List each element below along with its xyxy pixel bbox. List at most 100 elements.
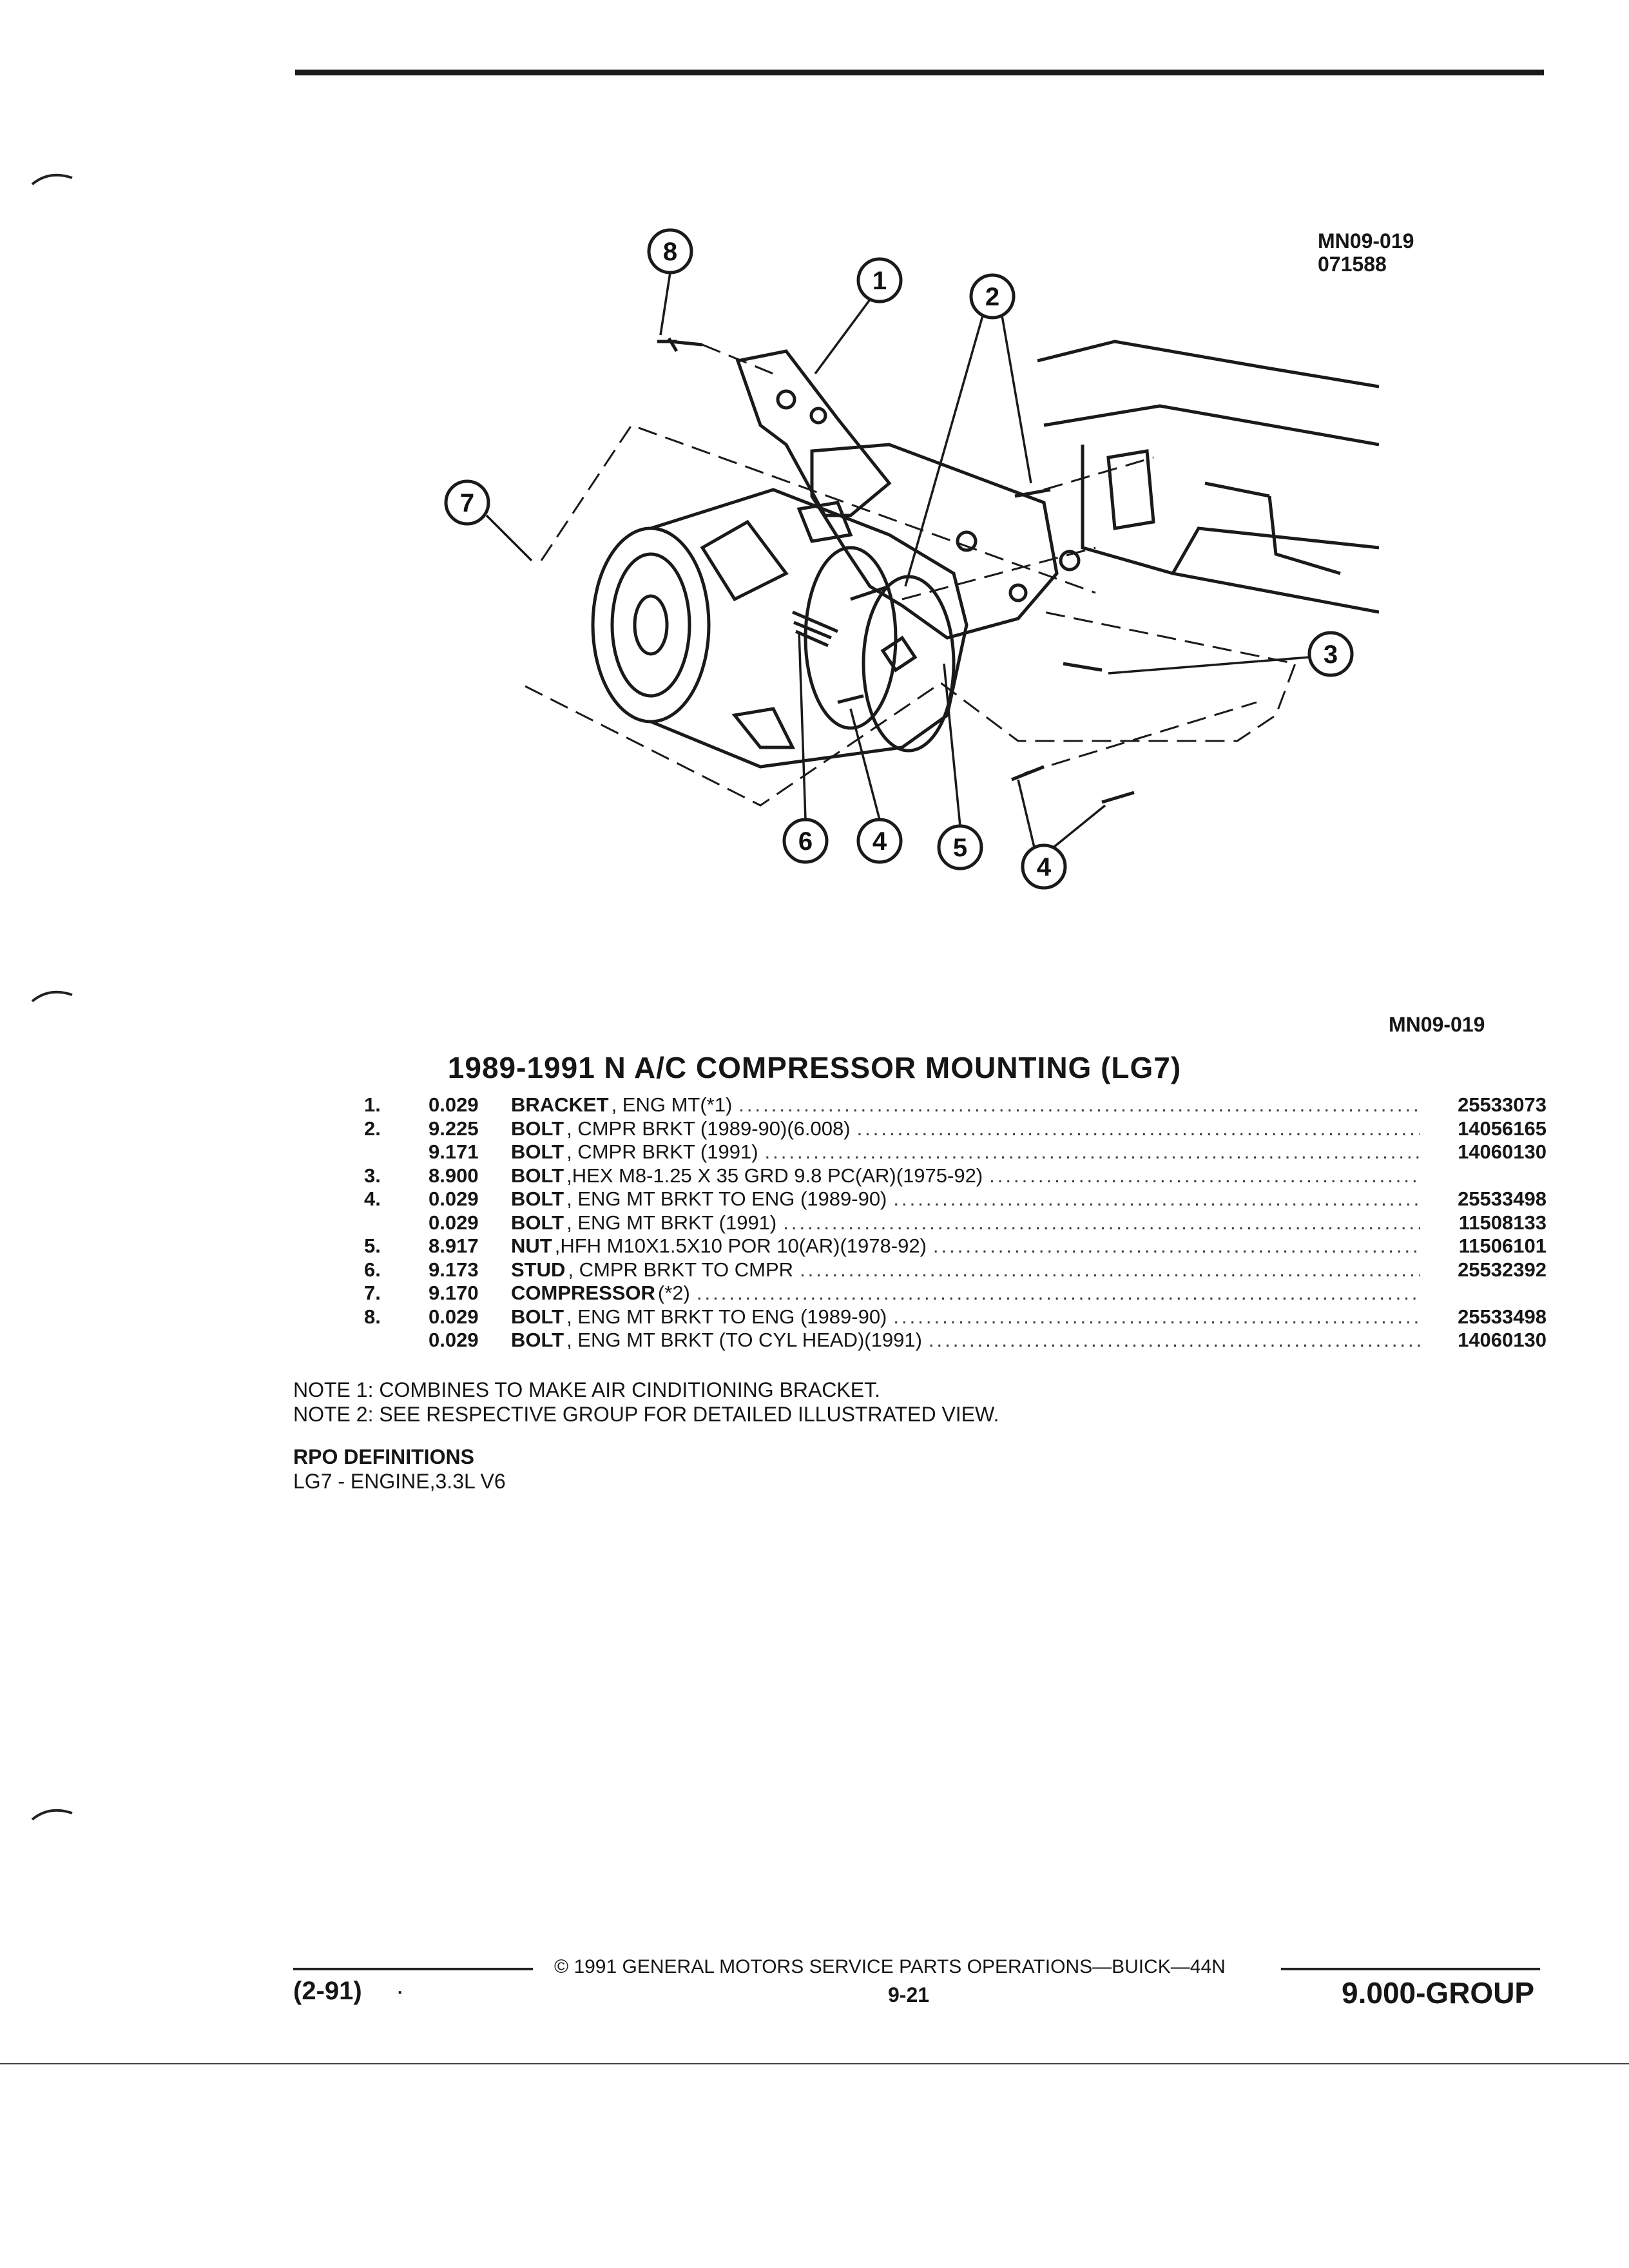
rpo-heading: RPO DEFINITIONS [293,1445,474,1468]
notes: NOTE 1: COMBINES TO MAKE AIR CINDITIONIN… [293,1378,999,1427]
bolt-2b [850,584,890,601]
item-number: 1. [364,1093,381,1116]
parts-list-row: 9.171 BOLT, CMPR BRKT (1991) 14060130 [364,1140,1547,1164]
part-description: ,HEX M8-1.25 X 35 GRD 9.8 PC(AR)(1975-92… [566,1164,983,1187]
leader-line [943,663,961,827]
bottom-rule [0,2063,1629,2064]
part-description: , ENG MT BRKT (1991) [566,1211,777,1234]
leader-line [1001,315,1032,484]
leader-line [1108,656,1310,675]
assembly-path [901,546,1096,601]
engine-boss [1106,449,1155,530]
top-rule [295,70,1544,75]
note-line: NOTE 2: SEE RESPECTIVE GROUP FOR DETAILE… [293,1403,999,1426]
compressor-body [650,488,969,769]
assembly-path [540,424,1096,594]
footer-rule-right [1281,1968,1540,1970]
callout-label: 2 [985,283,999,311]
item-number: 3. [364,1164,381,1187]
copyright-line: © 1991 GENERAL MOTORS SERVICE PARTS OPER… [554,1956,1226,1977]
group-code: 0.029 [429,1187,479,1210]
leader-line [814,298,871,375]
part-number: 25533498 [1458,1305,1547,1328]
bolt-2a [1014,488,1051,498]
item-number: 8. [364,1305,381,1328]
part-number: 11508133 [1458,1211,1547,1234]
dot-leader [697,1282,1420,1305]
part-name: BOLT [511,1187,564,1210]
rpo-definitions: RPO DEFINITIONS LG7 - ENGINE,3.3L V6 [293,1445,506,1494]
leader-line [904,315,984,587]
dot-leader [929,1329,1420,1352]
assembly-path [1024,701,1257,774]
nut-5 [880,635,918,673]
page-title: 1989-1991 N A/C COMPRESSOR MOUNTING (LG7… [447,1051,1182,1084]
bolt-3 [1063,662,1103,672]
part-number: 14060130 [1458,1329,1547,1351]
callout-circle [1307,631,1354,677]
group-code: 0.029 [429,1305,479,1328]
part-description: , ENG MT BRKT (TO CYL HEAD)(1991) [566,1329,922,1351]
figure-code-bottom: MN09-019 [1389,1013,1485,1036]
engine-block-outline [1037,340,1379,614]
callout-label: 5 [953,834,967,862]
item-number: 7. [364,1282,381,1304]
leader-line [659,272,671,336]
group-label: 9.000-GROUP [1342,1976,1535,2010]
dot-leader [800,1258,1420,1282]
part-name: BOLT [511,1211,564,1234]
item-number: 5. [364,1235,381,1257]
part-name: BRACKET [511,1093,609,1116]
part-name: NUT [511,1235,552,1257]
part-name: STUD [511,1258,566,1281]
part-description: , ENG MT(*1) [611,1093,733,1116]
part-name: COMPRESSOR [511,1282,655,1304]
page-number: 9-21 [888,1983,930,2006]
figure-code-top: MN09-019 071588 [1318,229,1414,276]
callout-circle [969,273,1016,320]
part-number: 14060130 [1458,1140,1547,1163]
callout-label: 3 [1324,640,1338,669]
part-description: , CMPR BRKT (1991) [566,1140,758,1163]
item-number: 6. [364,1258,381,1281]
callout-label: 4 [872,827,887,856]
callout-label: 8 [663,238,677,266]
revision-date: (2-91) [293,1977,362,2005]
part-number: 11506101 [1458,1235,1547,1257]
figure-date-code: 071588 [1318,253,1387,276]
part-description: (*2) [657,1282,690,1304]
part-description: , CMPR BRKT TO CMPR [568,1258,794,1281]
part-description: ,HFH M10X1.5X10 POR 10(AR)(1978-92) [554,1235,927,1257]
stud [792,610,838,648]
callout-label: 7 [460,489,474,517]
note-line: NOTE 1: COMBINES TO MAKE AIR CINDITIONIN… [293,1378,880,1401]
bolt-4c [1101,791,1135,804]
group-code: 9.171 [429,1140,479,1163]
footer-dot: · [396,1977,405,2005]
group-code: 9.225 [429,1117,479,1140]
dot-leader [857,1117,1420,1141]
callout-label: 6 [798,827,813,856]
figure-code: MN09-019 [1318,229,1414,253]
leader-line [485,514,533,562]
dot-leader [933,1235,1420,1258]
callout-circle [856,257,903,303]
callout-label: 1 [872,267,887,295]
leader-line [798,631,807,820]
bolt-4a [837,694,864,704]
rpo-item: LG7 - ENGINE,3.3L V6 [293,1470,506,1493]
part-name: BOLT [511,1140,564,1163]
part-name: BOLT [511,1164,564,1187]
part-description: , CMPR BRKT (1989-90)(6.008) [566,1117,851,1140]
item-number: 4. [364,1187,381,1210]
